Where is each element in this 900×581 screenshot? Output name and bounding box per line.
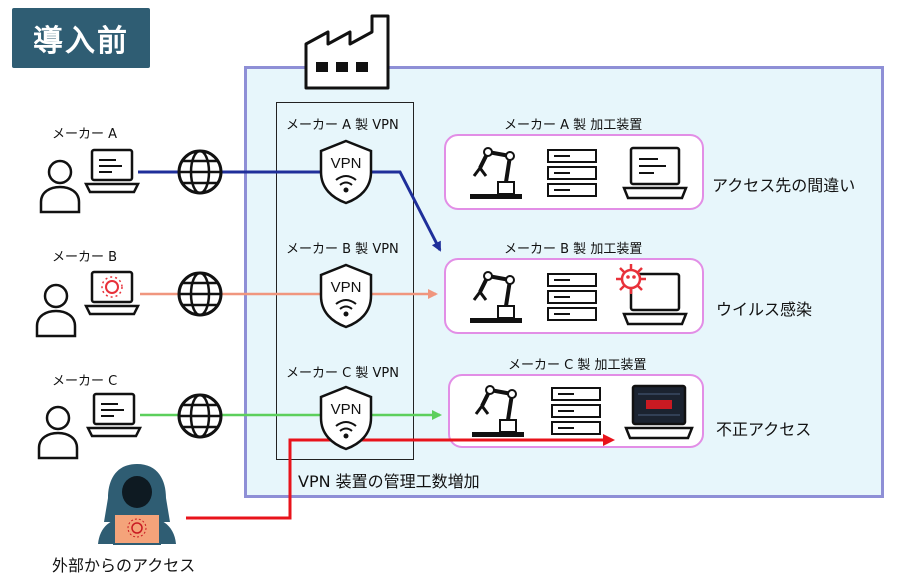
machine-label-c: メーカー C 製 加工装置 (508, 358, 647, 373)
virus-icon (616, 264, 646, 294)
user-icon-b (35, 283, 77, 338)
machine-laptop-icon-b (622, 272, 688, 326)
server-icon-b (547, 273, 597, 321)
robot-arm-icon-b (470, 271, 522, 323)
vpn-shield-icon-a: VPN (319, 139, 373, 205)
internet-globe-icon-b (177, 271, 223, 317)
hacker-icon (98, 464, 176, 545)
vpn-shield-icon-c: VPN (319, 385, 373, 451)
issue-label-a: アクセス先の間違い (712, 176, 856, 195)
user-icon-a (39, 159, 81, 214)
laptop-icon-a (84, 148, 140, 194)
machine-label-a: メーカー A 製 加工装置 (504, 118, 643, 133)
laptop-icon-c (86, 392, 142, 438)
issue-label-b: ウイルス感染 (716, 300, 813, 319)
robot-arm-icon-a (470, 147, 522, 199)
issue-label-c: 不正アクセス (716, 420, 812, 439)
vpn-text: VPN (331, 155, 362, 172)
machine-laptop-icon-a (622, 146, 688, 200)
attack-line (186, 434, 615, 520)
vpn-label-a: メーカー A 製 VPN (286, 118, 399, 133)
maker-label-a: メーカー A (52, 127, 118, 142)
page-title: 導入前 (33, 24, 129, 59)
machine-label-b: メーカー B 製 加工装置 (504, 242, 643, 257)
user-icon-c (37, 405, 79, 460)
vpn-text: VPN (331, 279, 362, 296)
vpn-label-b: メーカー B 製 VPN (286, 242, 399, 257)
laptop-virus-icon-b (84, 270, 140, 316)
server-icon-a (547, 149, 597, 197)
external-access-label: 外部からのアクセス (52, 556, 196, 575)
factory-icon (304, 14, 390, 90)
connection-line-a (138, 170, 442, 252)
vpn-text: VPN (331, 401, 362, 418)
hacked-laptop-icon (624, 384, 694, 440)
internet-globe-icon-a (177, 149, 223, 195)
robot-arm-icon-c (472, 385, 524, 437)
vpn-shield-icon-b: VPN (319, 263, 373, 329)
internet-globe-icon-c (177, 393, 223, 439)
maker-label-c: メーカー C (52, 374, 118, 389)
maker-label-b: メーカー B (52, 250, 118, 265)
title-badge: 導入前 (12, 8, 150, 68)
vpn-label-c: メーカー C 製 VPN (286, 366, 399, 381)
vpn-management-note: VPN 装置の管理工数増加 (298, 472, 480, 491)
server-icon-c (551, 387, 601, 435)
vpn-devices-column (276, 102, 414, 460)
